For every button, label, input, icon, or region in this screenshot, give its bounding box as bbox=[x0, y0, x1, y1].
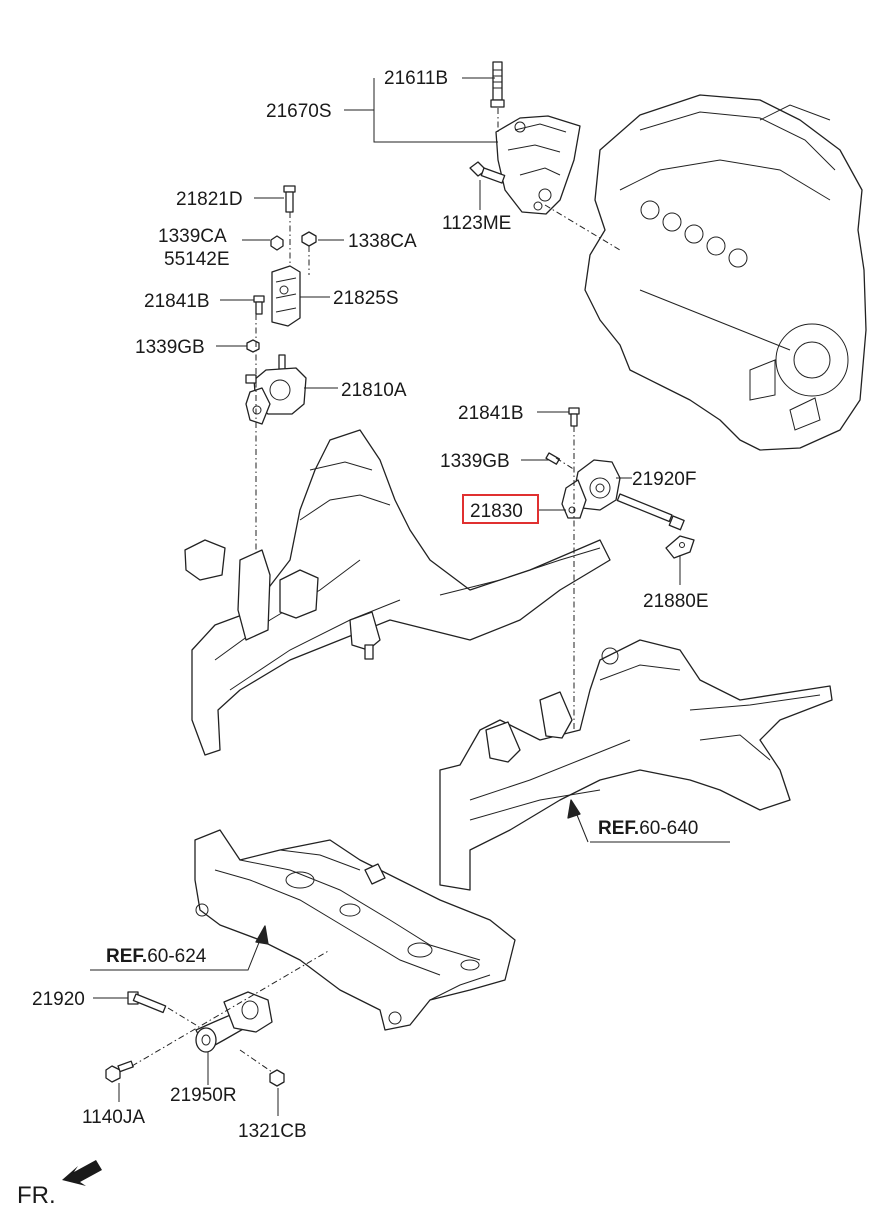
front-arrow-icon bbox=[62, 1160, 102, 1186]
front-label: FR. bbox=[17, 1182, 56, 1209]
label-1321CB[interactable]: 1321CB bbox=[238, 1121, 307, 1142]
bracket-21670S bbox=[495, 115, 581, 215]
label-21841B-top[interactable]: 21841B bbox=[144, 291, 210, 312]
stud-1339GB-top bbox=[246, 339, 260, 353]
ref-arrow-icon bbox=[255, 925, 269, 945]
ref-arrow-icon bbox=[567, 799, 581, 819]
label-1338CA[interactable]: 1338CA bbox=[348, 231, 417, 252]
mount-21810A bbox=[245, 354, 307, 425]
centerline bbox=[131, 949, 331, 1067]
label-21920F[interactable]: 21920F bbox=[632, 469, 696, 490]
right-side-member bbox=[439, 639, 833, 891]
left-side-member bbox=[184, 429, 611, 756]
label-1339GB-top[interactable]: 1339GB bbox=[135, 337, 205, 358]
label-21830[interactable]: 21830 bbox=[470, 501, 523, 522]
bolt-21611B bbox=[490, 61, 505, 108]
centerline bbox=[544, 204, 621, 251]
bolt-21841B-top bbox=[253, 295, 265, 315]
mount-21830 bbox=[561, 459, 621, 519]
rod-21950R bbox=[195, 991, 273, 1053]
centerline bbox=[555, 457, 576, 471]
bracket-21880E bbox=[665, 535, 695, 559]
label-1339CA[interactable]: 1339CA bbox=[158, 226, 227, 247]
label-21821D[interactable]: 21821D bbox=[176, 189, 243, 210]
label-21825S[interactable]: 21825S bbox=[333, 288, 399, 309]
bolt-21920 bbox=[127, 991, 167, 1014]
bracket-21825S bbox=[271, 265, 301, 327]
centerline bbox=[239, 1049, 273, 1073]
subframe bbox=[194, 829, 516, 1031]
label-1123ME[interactable]: 1123ME bbox=[442, 213, 511, 234]
engine-block bbox=[584, 94, 867, 451]
bolt-1123ME bbox=[469, 161, 506, 184]
stud-1339GB-mid bbox=[545, 452, 561, 465]
ref-label-60-624[interactable]: REF.60-624 bbox=[106, 946, 207, 967]
label-21670S[interactable]: 21670S bbox=[266, 101, 332, 122]
label-1339GB-mid[interactable]: 1339GB bbox=[440, 451, 510, 472]
ref-label-60-640[interactable]: REF.60-640 bbox=[598, 818, 698, 839]
leader-lines bbox=[90, 77, 730, 1116]
label-55142E[interactable]: 55142E bbox=[164, 249, 230, 270]
centerline bbox=[167, 1007, 197, 1026]
label-21920[interactable]: 21920 bbox=[32, 989, 85, 1010]
front-direction-marker: FR. bbox=[17, 1160, 102, 1209]
nut-1321CB bbox=[269, 1069, 285, 1087]
bolt-21841B-mid bbox=[568, 407, 580, 427]
bolt-1140JA bbox=[105, 1060, 134, 1083]
label-21950R[interactable]: 21950R bbox=[170, 1085, 237, 1106]
highlight-box bbox=[462, 494, 539, 524]
bolt-21821D bbox=[283, 185, 296, 213]
label-21841B-mid[interactable]: 21841B bbox=[458, 403, 524, 424]
nut-1339CA bbox=[270, 235, 284, 251]
label-1140JA[interactable]: 1140JA bbox=[82, 1107, 145, 1128]
nut-1338CA bbox=[301, 231, 317, 247]
label-21810A[interactable]: 21810A bbox=[341, 380, 407, 401]
label-21611B[interactable]: 21611B bbox=[384, 68, 448, 89]
bolt-21920F bbox=[616, 493, 685, 531]
label-21880E[interactable]: 21880E bbox=[643, 591, 709, 612]
